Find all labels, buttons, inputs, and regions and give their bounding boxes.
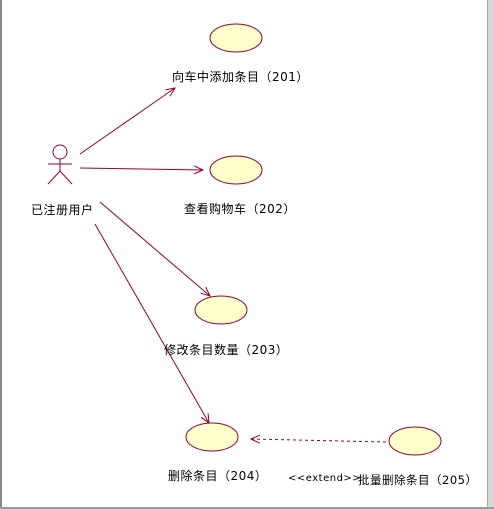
association-201 (79, 88, 175, 155)
extend-relation (251, 439, 387, 442)
association-204 (94, 223, 209, 423)
use-case-204-ellipse[interactable] (185, 422, 239, 452)
actor-label: 已注册用户 (31, 203, 94, 217)
window-scrollbar[interactable] (487, 0, 494, 509)
use-case-201-label: 向车中添加条目（201） (172, 70, 309, 84)
use-case-205-ellipse[interactable] (388, 426, 442, 456)
use-case-202-ellipse[interactable] (209, 155, 263, 185)
use-case-205-label: 批量删除条目（205） (358, 473, 478, 487)
association-202 (79, 168, 203, 170)
association-203 (99, 201, 210, 296)
use-case-202-label: 查看购物车（202） (184, 202, 296, 216)
actor-icon[interactable] (47, 144, 73, 185)
window-bottom-border (0, 507, 494, 509)
extend-stereotype-label: <<extend>> (288, 473, 362, 484)
use-case-204-label: 删除条目（204） (168, 469, 268, 483)
use-case-203-ellipse[interactable] (194, 295, 248, 325)
window-left-border (0, 0, 2, 509)
use-case-201-ellipse[interactable] (209, 23, 263, 53)
use-case-203-label: 修改条目数量（203） (164, 343, 289, 357)
